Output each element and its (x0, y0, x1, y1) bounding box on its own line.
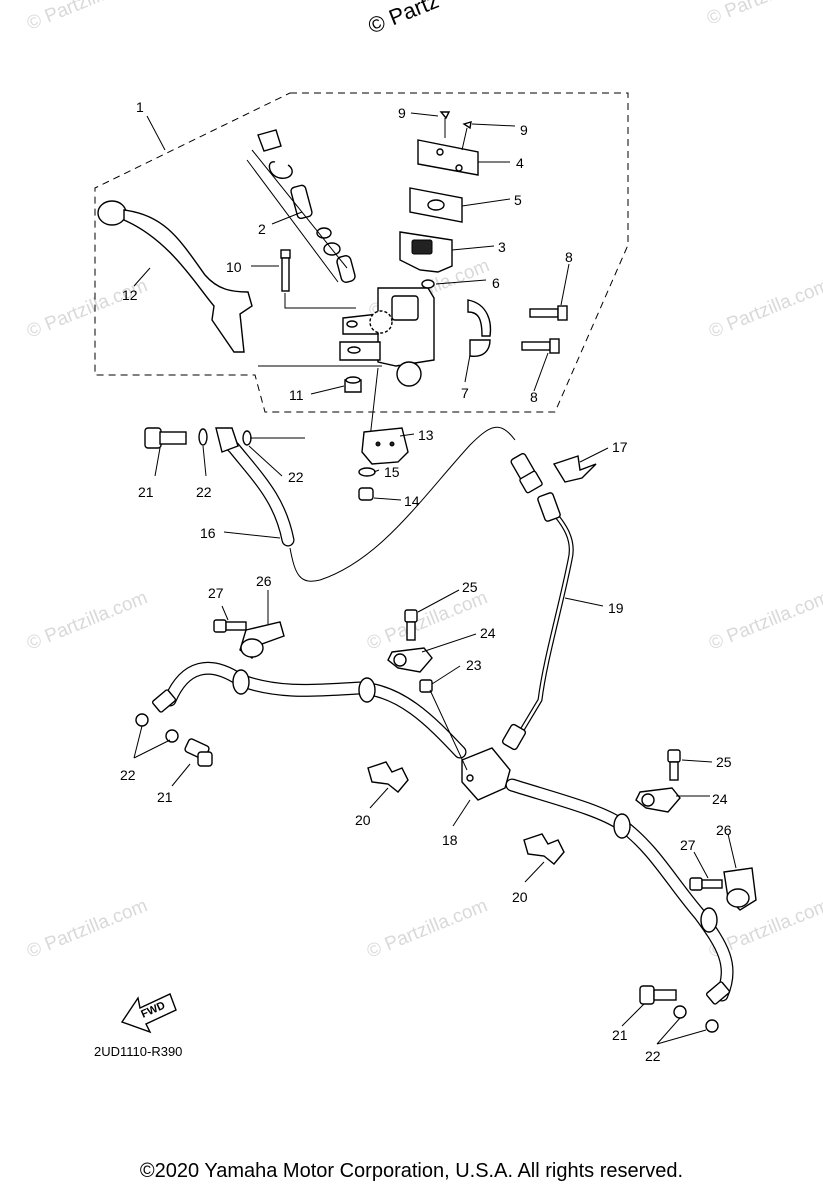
fwd-arrow-icon: FWD (120, 993, 177, 1034)
callout-9: 9 (398, 105, 406, 121)
nut (344, 376, 362, 393)
hose-clip (552, 455, 597, 483)
callout-23: 23 (466, 657, 482, 673)
callout-12: 12 (122, 287, 138, 303)
callout-22: 22 (196, 484, 212, 500)
master-cylinder-body (258, 287, 435, 439)
joint-bolt (419, 679, 468, 771)
callout-11: 11 (289, 387, 304, 403)
piston-kit (246, 129, 356, 283)
callout-8: 8 (565, 249, 573, 265)
callout-22b: 22 (288, 469, 304, 485)
callout-14: 14 (404, 493, 420, 509)
watermark: © Partzilla.com (706, 587, 823, 654)
watermark: © Partzilla.com (24, 587, 151, 654)
watermark: © Partzilla.com (704, 0, 823, 30)
brake-pipe (501, 492, 574, 751)
callout-6: 6 (492, 275, 500, 291)
callout-21c: 21 (612, 1027, 628, 1043)
callout-2: 2 (258, 221, 266, 237)
watermark: © Partzilla.com (24, 0, 151, 35)
callout-19: 19 (608, 600, 624, 616)
watermark: © Partzilla.com (364, 587, 491, 654)
brake-switch (358, 427, 409, 501)
callout-15: 15 (384, 464, 400, 480)
handlebar-clamp (467, 299, 568, 357)
diagram-code: 2UD1110-R390 (94, 1044, 182, 1059)
brake-lever (97, 200, 253, 353)
callout-25b: 25 (716, 754, 732, 770)
watermark: © Partzilla.com (24, 275, 151, 342)
hose-brackets (213, 619, 757, 911)
callout-22d: 22 (645, 1048, 661, 1064)
copyright-footer: ©2020 Yamaha Motor Corporation, U.S.A. A… (139, 1160, 684, 1182)
callout-3: 3 (498, 239, 506, 255)
watermark: © Partzilla.com (24, 895, 151, 962)
callout-26: 26 (256, 573, 272, 589)
callout-9b: 9 (520, 122, 528, 138)
callout-21b: 21 (157, 789, 173, 805)
callout-5: 5 (514, 192, 522, 208)
callout-20b: 20 (512, 889, 528, 905)
brake-hose-lower (151, 661, 734, 1005)
banjo-bolt-top (144, 427, 305, 449)
callout-8b: 8 (530, 389, 538, 405)
reservoir-parts (399, 111, 479, 289)
callout-26b: 26 (716, 822, 732, 838)
brake-joint (461, 747, 511, 801)
callout-24: 24 (480, 625, 496, 641)
callout-10: 10 (226, 259, 242, 275)
callout-17: 17 (612, 439, 628, 455)
grommets (367, 761, 565, 865)
callout-25: 25 (462, 579, 478, 595)
callout-27: 27 (208, 585, 224, 601)
callout-13: 13 (418, 427, 434, 443)
callout-21: 21 (138, 484, 154, 500)
callout-18: 18 (442, 832, 458, 848)
callouts: 1 2 3 4 5 6 7 8 8 9 9 10 11 12 13 14 15 … (120, 99, 732, 1064)
callout-20: 20 (355, 812, 371, 828)
callout-4: 4 (516, 155, 524, 171)
callout-22c: 22 (120, 767, 136, 783)
callout-24b: 24 (712, 791, 728, 807)
brake-hose-upper (215, 426, 543, 582)
pivot-bolt (280, 249, 356, 309)
brake-master-cylinder-diagram: © Partz © Partzilla.com © Partzilla.com … (24, 0, 823, 1064)
callout-1: 1 (136, 99, 144, 115)
top-watermark: © Partz (365, 0, 443, 39)
watermark: © Partzilla.com (364, 895, 491, 962)
watermark: © Partzilla.com (706, 275, 823, 342)
banjo-bolts-lower (135, 713, 719, 1033)
hose-clamps (387, 609, 681, 813)
callout-27b: 27 (680, 837, 696, 853)
leader-lines (133, 112, 737, 1045)
callout-7: 7 (461, 385, 469, 401)
callout-16: 16 (200, 525, 216, 541)
assembly-boundary (94, 92, 629, 413)
